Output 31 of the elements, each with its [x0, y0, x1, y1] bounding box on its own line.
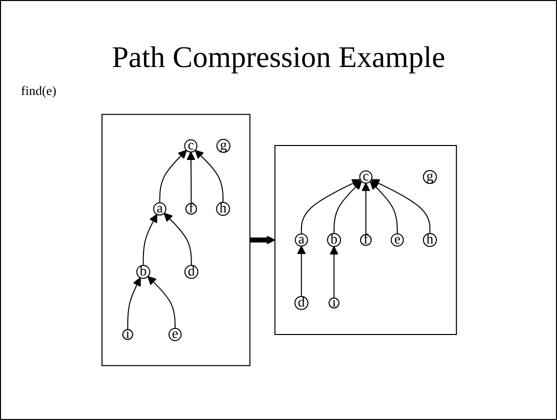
node-circle: c: [184, 139, 198, 152]
arrow: [143, 214, 158, 266]
node-circle: b: [136, 264, 151, 279]
node-circle: a: [295, 233, 308, 247]
arrow: [186, 152, 196, 204]
node-circle: e: [168, 328, 182, 342]
arrow: [160, 150, 188, 204]
arrow: [195, 150, 224, 203]
arrow: [301, 179, 362, 234]
arrow: [297, 246, 306, 297]
arrow: [362, 182, 371, 236]
node-circle: e: [390, 233, 404, 247]
node-circle: h: [423, 233, 438, 247]
arrow: [148, 276, 176, 329]
arrow: [330, 246, 339, 299]
node-circle: c: [360, 170, 373, 184]
arrow: [250, 236, 276, 244]
arrow: [128, 277, 142, 330]
arrow: [334, 180, 362, 234]
cluster: [274, 145, 458, 335]
node-circle: a: [153, 202, 167, 216]
node-circle: d: [184, 264, 199, 279]
node-circle: h: [216, 202, 230, 216]
title: Path Compression Example: [110, 41, 446, 75]
arrow: [371, 179, 431, 234]
node-circle: d: [294, 296, 309, 310]
cluster: [102, 114, 251, 366]
arrow: [164, 212, 192, 266]
node-circle: b: [327, 233, 342, 247]
arrow: [370, 180, 398, 234]
note-text: find(e): [21, 83, 58, 99]
